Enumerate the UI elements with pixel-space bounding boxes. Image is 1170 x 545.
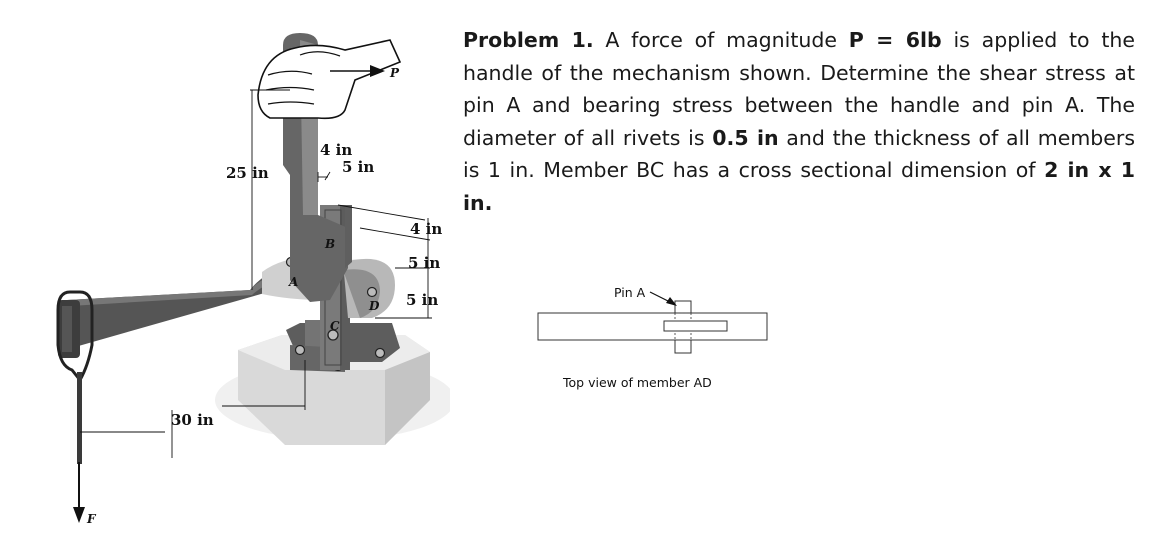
problem-number: Problem 1. xyxy=(463,28,594,52)
problem-text-2: is applied to the handle of the mechanis… xyxy=(463,28,1135,150)
problem-statement: Problem 1. A force of magnitude P = 6lb … xyxy=(463,24,1135,219)
point-d-label: D xyxy=(368,299,380,313)
mechanism-figure: P F A B C D 25 in 4 in 5 in 4 in 5 in 5 … xyxy=(56,33,450,526)
dim-5in-top: 5 in xyxy=(342,158,374,176)
pin-a-label: Pin A xyxy=(614,285,646,300)
base-block xyxy=(215,335,450,445)
end-hook xyxy=(56,290,94,464)
bc-dimensions: 2 in x 1 in. xyxy=(463,158,1135,215)
point-b-label: B xyxy=(324,237,335,251)
problem-text-1: A force of magnitude xyxy=(593,28,849,52)
top-view-caption: Top view of member AD xyxy=(562,375,712,390)
force-value: P = 6lb xyxy=(848,28,942,52)
top-view-diagram: Pin A Top view of member AD xyxy=(537,285,768,390)
problem-text-3: and the thickness of all members is 1 in… xyxy=(463,125,1136,183)
dim-5in-right: 5 in xyxy=(408,254,440,272)
force-p-arrow xyxy=(330,65,385,77)
point-c-label: C xyxy=(330,319,340,333)
force-f-label: F xyxy=(86,512,97,526)
lever-d xyxy=(343,258,395,318)
force-p-label: P xyxy=(389,66,400,80)
dimension-lines xyxy=(80,89,432,458)
point-a-label: A xyxy=(288,275,298,289)
rivet-diameter: 0.5 in xyxy=(712,125,779,150)
dim-4in-top: 4 in xyxy=(320,141,352,159)
dim-30in: 30 in xyxy=(171,411,214,429)
dim-4in-right: 4 in xyxy=(410,220,442,238)
dim-5in-lower: 5 in xyxy=(406,291,438,309)
force-f-arrow xyxy=(73,462,85,523)
hand-icon xyxy=(257,39,402,120)
dim-25in: 25 in xyxy=(226,164,269,182)
